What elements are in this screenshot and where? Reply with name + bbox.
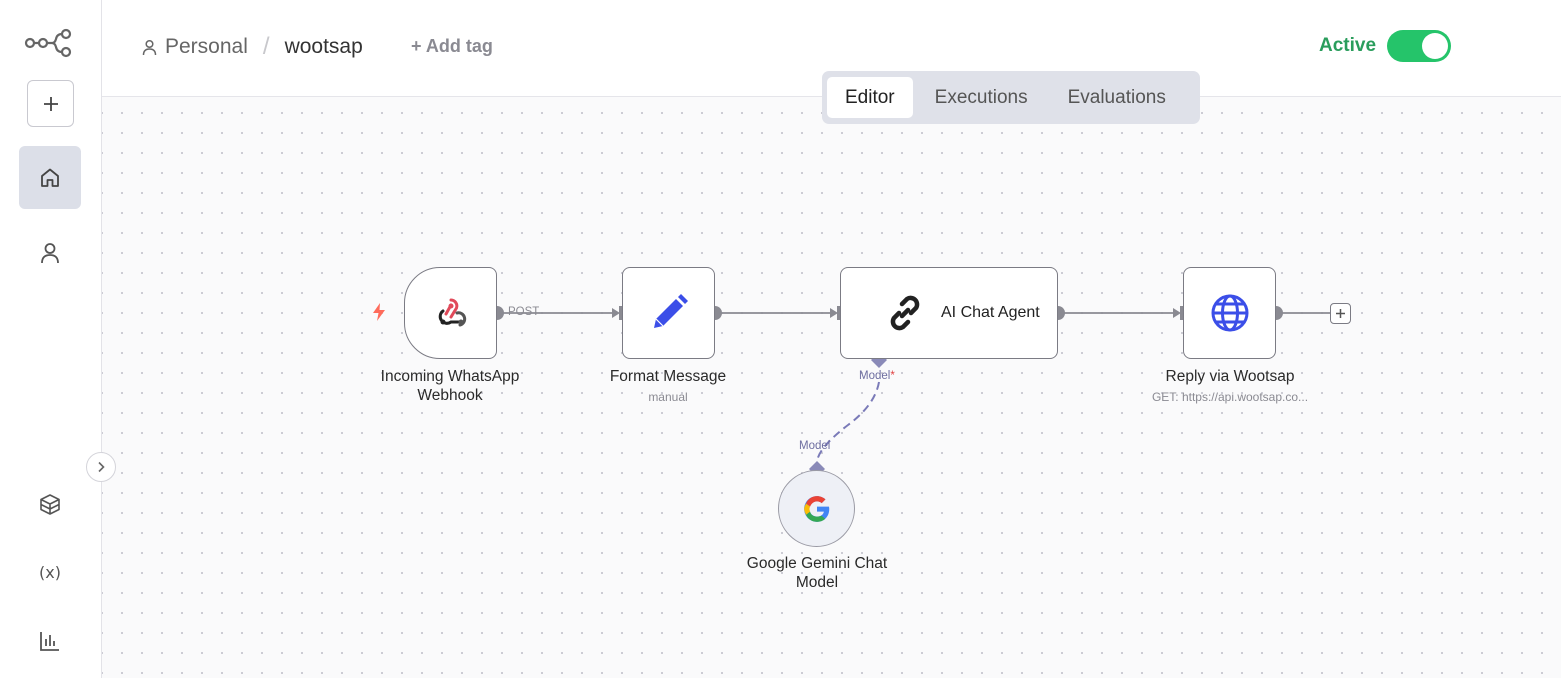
node-incoming-whatsapp-webhook[interactable] — [404, 267, 497, 359]
n8n-logo-icon[interactable] — [24, 28, 74, 58]
link-chain-icon — [890, 295, 920, 331]
webhook-icon — [438, 298, 466, 327]
collapse-sidebar-button[interactable] — [86, 452, 116, 482]
node-reply-via-wootsap[interactable] — [1183, 267, 1276, 359]
node-label-format: Format Message — [609, 368, 727, 385]
node-label-agent: AI Chat Agent — [941, 304, 1040, 321]
sidebar-item-personal[interactable] — [35, 238, 65, 268]
breadcrumb: Personal / wootsap — [142, 33, 363, 61]
tab-editor[interactable]: Editor — [827, 77, 913, 118]
node-subtitle-format: manual — [648, 390, 688, 404]
sidebar-item-variables[interactable]: (x) — [35, 557, 65, 587]
breadcrumb-personal[interactable]: Personal — [142, 35, 248, 59]
view-tabs: Editor Executions Evaluations — [822, 71, 1200, 124]
add-node-button[interactable] — [1330, 303, 1351, 324]
tab-executions[interactable]: Executions — [934, 86, 1028, 108]
workflow-name[interactable]: wootsap — [284, 35, 363, 58]
user-icon — [41, 243, 59, 264]
insights-chart-icon — [40, 632, 59, 651]
toggle-knob — [1422, 33, 1448, 59]
active-toggle[interactable] — [1387, 30, 1451, 62]
sidebar-item-templates[interactable] — [35, 490, 65, 520]
node-subtitle-reply: GET: https://api.wootsap.co... — [1151, 390, 1309, 404]
chevron-right-icon — [98, 461, 105, 473]
templates-box-icon — [40, 494, 60, 515]
plus-icon — [1336, 309, 1345, 318]
required-mark: * — [890, 370, 895, 382]
plus-icon — [43, 96, 58, 111]
tab-evaluations[interactable]: Evaluations — [1067, 86, 1166, 108]
breadcrumb-personal-label: Personal — [165, 35, 248, 58]
post-label: POST — [508, 306, 540, 318]
node-ai-chat-agent[interactable]: AI Chat Agent — [840, 267, 1058, 359]
gemini-port-label: Model — [799, 440, 831, 452]
agent-model-port-text: Model — [859, 370, 891, 382]
agent-model-port-label: Model* — [859, 370, 895, 382]
trigger-bolt-icon — [371, 302, 387, 327]
home-icon — [41, 168, 59, 187]
breadcrumb-separator: / — [262, 33, 270, 60]
pencil-icon — [653, 294, 688, 328]
add-workflow-button[interactable] — [27, 80, 74, 127]
google-g-icon — [803, 495, 829, 522]
active-label: Active — [1319, 35, 1377, 56]
node-google-gemini-chat-model[interactable] — [778, 470, 855, 547]
sidebar-item-insights[interactable] — [35, 626, 65, 656]
user-icon — [142, 39, 157, 55]
variables-icon: (x) — [39, 562, 61, 582]
sidebar: (x) — [0, 0, 102, 678]
sidebar-item-home[interactable] — [19, 146, 81, 209]
globe-icon — [1211, 294, 1248, 332]
add-tag-button[interactable]: + Add tag — [411, 36, 493, 56]
node-label-webhook: Incoming WhatsApp Webhook — [380, 368, 520, 404]
node-label-gemini: Google Gemini Chat Model — [746, 555, 888, 591]
node-format-message[interactable] — [622, 267, 715, 359]
node-label-reply: Reply via Wootsap — [1165, 368, 1295, 385]
